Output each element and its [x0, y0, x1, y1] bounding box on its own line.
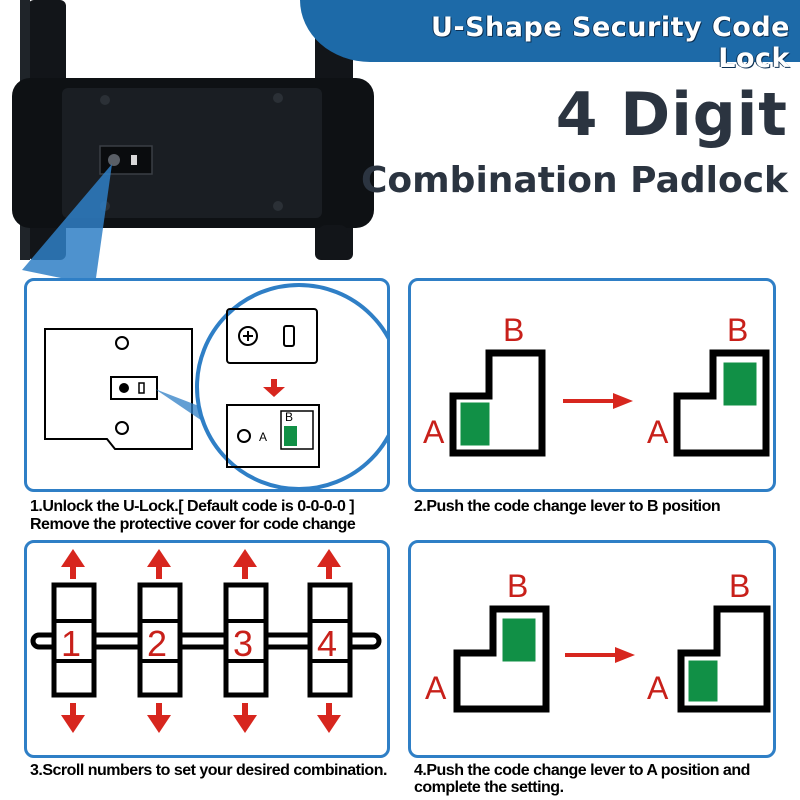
step-3-panel: 1 2 3 4: [24, 540, 390, 758]
lock-photo: [12, 0, 374, 285]
mini-label-b: B: [285, 410, 293, 424]
dial-wheel-4: 4: [307, 549, 353, 733]
label-b-right: B: [727, 312, 748, 348]
step-4-diagram: A B A B: [425, 568, 771, 713]
dial-digit-2: 2: [147, 623, 167, 664]
headline-digits: 4 Digit: [555, 80, 788, 150]
step-4-panel: A B A B: [408, 540, 776, 758]
step-3-diagram: 1 2 3 4: [30, 549, 382, 733]
step-2-panel: A B A B: [408, 278, 776, 492]
dial-digit-4: 4: [317, 623, 337, 664]
banner-title: U-Shape Security Code Lock: [430, 12, 790, 74]
label-a-left: A: [423, 414, 445, 450]
label-b-left: B: [503, 312, 524, 348]
label-a-right: A: [647, 414, 669, 450]
mini-label-a: A: [259, 430, 267, 444]
dial-digit-1: 1: [61, 623, 81, 664]
title-banner: [300, 0, 800, 62]
step-1-caption-line-1: 1.Unlock the U-Lock.[ Default code is 0-…: [30, 498, 355, 515]
step-1-panel: A B: [24, 278, 403, 492]
step-3-caption: 3.Scroll numbers to set your desired com…: [30, 762, 387, 779]
headline-product: Combination Padlock: [361, 160, 788, 201]
label-b-left-4: B: [507, 568, 528, 604]
label-a-right-4: A: [647, 670, 669, 706]
step-1-diagram: A B: [44, 283, 403, 491]
label-b-right-4: B: [729, 568, 750, 604]
label-a-left-4: A: [425, 670, 447, 706]
step-1-caption-line-2: Remove the protective cover for code cha…: [30, 516, 356, 533]
step-2-caption: 2.Push the code change lever to B positi…: [414, 498, 721, 515]
dial-digit-3: 3: [233, 623, 253, 664]
dial-wheel-2: 2: [137, 549, 183, 733]
step-2-diagram: A B A B: [423, 312, 770, 457]
step-4-caption-line-1: 4.Push the code change lever to A positi…: [414, 762, 750, 779]
dial-wheel-3: 3: [223, 549, 269, 733]
step-4-caption-line-2: complete the setting.: [414, 779, 564, 796]
dial-wheel-1: 1: [51, 549, 97, 733]
